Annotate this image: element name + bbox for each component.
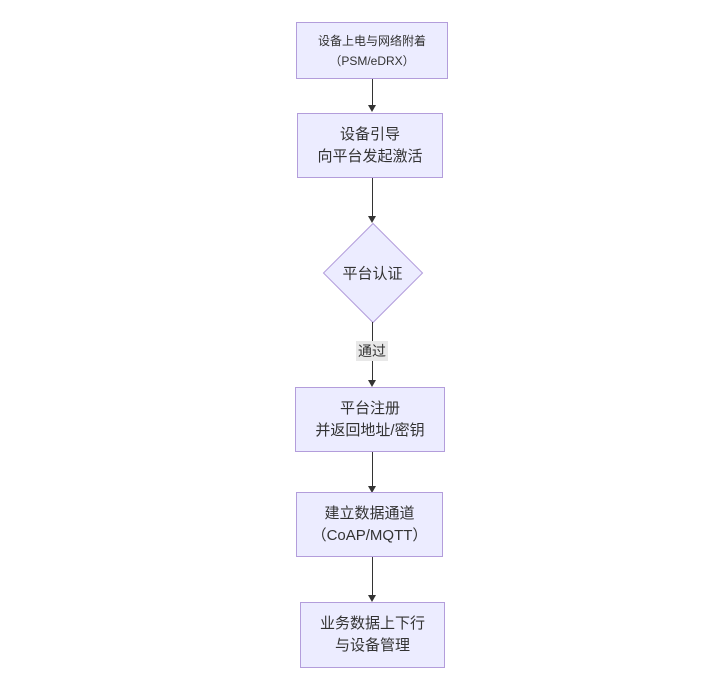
node-text-line: 与设备管理 [334,637,410,654]
edge-register-to-channel-line [372,452,373,486]
arrowhead-down-icon [368,486,376,493]
node-establish-data-channel: 建立数据通道 （CoAP/MQTT） [296,492,443,557]
edge-channel-to-business-line [372,557,373,595]
node-platform-register: 平台注册 并返回地址/密钥 [295,387,445,452]
edge-label-pass: 通过 [356,341,388,361]
node-text-line: 设备上电与网络附着 [317,33,426,48]
node-text-line: 设备引导 [339,125,400,143]
node-text-line: （PSM/eDRX） [329,53,415,68]
node-text-line: 向平台发起激活 [317,147,423,165]
edge-bootstrap-to-auth-line [372,178,373,216]
arrowhead-down-icon [368,595,376,602]
arrowhead-down-icon [368,216,376,223]
node-text-line: 平台注册 [339,399,400,417]
arrowhead-down-icon [368,380,376,387]
edge-power-to-bootstrap-line [372,79,373,105]
node-text-line: 业务数据上下行 [319,615,425,632]
node-text-line: 建立数据通道 [324,504,415,522]
node-platform-auth-decision: 平台认证 [322,222,423,323]
node-text-line: 并返回地址/密钥 [315,421,425,439]
node-device-bootstrap-activate: 设备引导 向平台发起激活 [297,113,443,178]
node-text-line: （CoAP/MQTT） [311,526,428,544]
node-business-data-device-mgmt: 业务数据上下行 与设备管理 [300,602,445,668]
arrowhead-down-icon [368,105,376,112]
node-power-on-network-attach: 设备上电与网络附着 （PSM/eDRX） [296,22,448,79]
node-text-line: 平台认证 [342,265,403,282]
